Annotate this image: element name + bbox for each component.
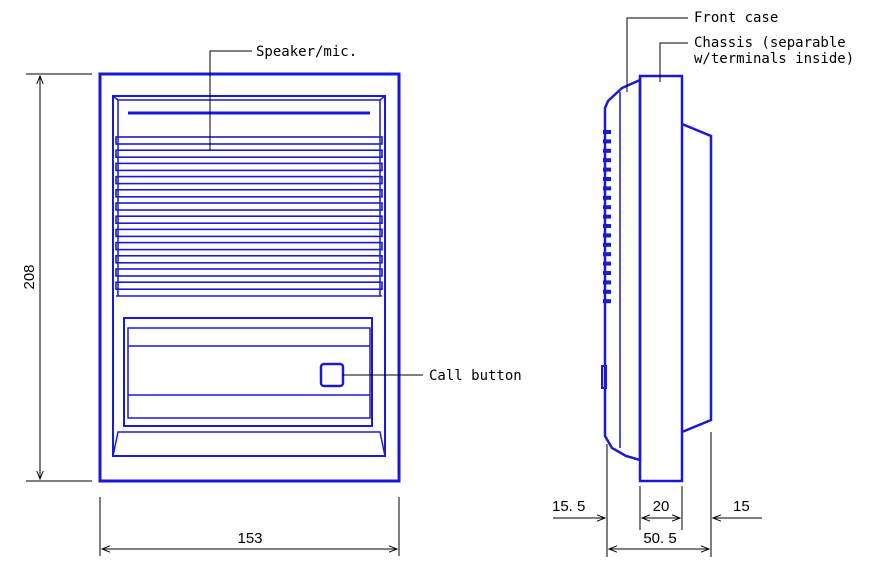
call-button-label: Call button <box>429 368 522 384</box>
front-case-label: Front case <box>694 10 778 26</box>
height-dimension: 208 <box>21 73 92 482</box>
side-total-depth: 50. 5 <box>643 530 676 547</box>
side-dimensions: 15. 5 20 15 50. 5 <box>552 432 762 557</box>
back-box-profile <box>681 122 713 434</box>
side-call-button <box>601 365 607 389</box>
button-panel <box>123 317 373 427</box>
side-rib <box>603 242 611 247</box>
side-rib <box>603 261 611 266</box>
side-rib <box>603 186 611 191</box>
grille-slot <box>115 175 383 185</box>
grille-slot <box>115 215 383 224</box>
grille-slot <box>115 281 383 291</box>
grille-slot <box>115 149 383 158</box>
call-button[interactable] <box>319 362 345 388</box>
side-rib <box>603 252 611 257</box>
chassis-label-2: w/terminals inside) <box>694 51 854 67</box>
grille-slot <box>115 162 383 172</box>
speaker-callout: Speaker/mic. <box>209 44 357 150</box>
grille-slot <box>115 241 383 251</box>
grille-slot <box>115 189 383 198</box>
side-rib <box>603 167 611 172</box>
side-rib <box>603 271 611 275</box>
side-rib <box>603 177 611 181</box>
chassis-callout: Chassis (separable w/terminals inside) <box>659 35 854 82</box>
grille-slot <box>115 268 383 277</box>
side-rib <box>603 205 611 210</box>
side-rib <box>603 280 611 285</box>
chassis-label-1: Chassis (separable <box>694 35 846 51</box>
side-rib <box>603 139 611 144</box>
grille-slot <box>115 136 383 145</box>
side-rib <box>603 289 611 294</box>
side-rib <box>603 214 611 219</box>
height-value: 208 <box>21 264 38 289</box>
call-button-callout: Call button <box>343 368 522 384</box>
side-rib <box>603 158 611 163</box>
speaker-label: Speaker/mic. <box>256 44 357 60</box>
side-chassis-depth: 20 <box>653 498 670 515</box>
side-rib <box>603 130 611 134</box>
side-rib <box>603 148 611 153</box>
side-back-depth: 15 <box>733 498 750 515</box>
grille-slot <box>115 228 383 238</box>
side-front-depth: 15. 5 <box>552 498 585 515</box>
side-rib <box>603 299 611 304</box>
side-view <box>601 74 713 483</box>
width-dimension: 153 <box>99 497 400 556</box>
side-rib <box>603 233 611 238</box>
front-bezel-bevel <box>112 95 386 457</box>
side-rib <box>603 195 611 200</box>
front-case-callout: Front case <box>626 10 778 92</box>
front-case-profile <box>603 78 642 462</box>
front-view <box>98 72 401 483</box>
button-panel-inner <box>127 327 371 419</box>
side-rib <box>603 224 611 228</box>
side-grille-ribs <box>603 130 611 304</box>
speaker-grille <box>115 136 383 297</box>
width-value: 153 <box>237 530 262 547</box>
grille-slot <box>115 255 383 264</box>
chassis-profile <box>638 74 684 483</box>
grille-slot <box>115 202 383 211</box>
front-outer-frame <box>98 72 401 483</box>
